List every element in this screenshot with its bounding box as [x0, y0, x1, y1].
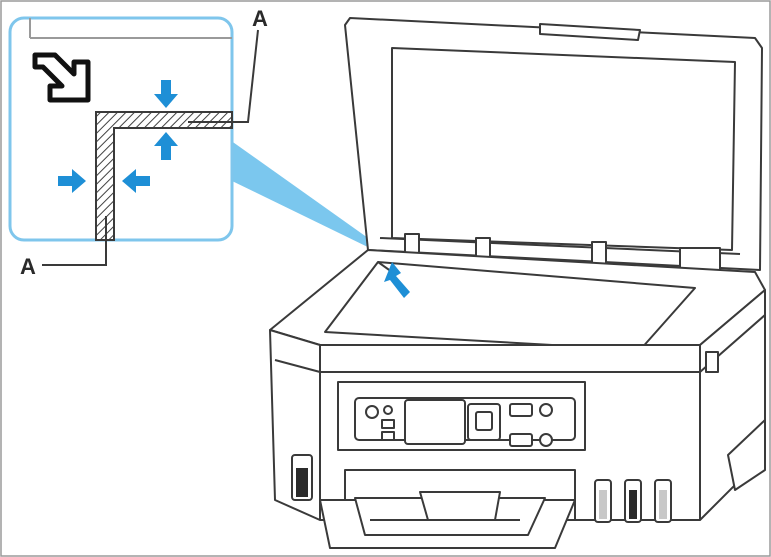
- label-a-bottom: A: [20, 254, 36, 279]
- lid-handle: [539, 23, 641, 41]
- label-a-top: A: [252, 6, 268, 31]
- platen-blue-arrow-icon: [384, 262, 410, 298]
- callout-inset: [8, 16, 259, 266]
- tray-extension: [419, 491, 501, 521]
- black-button: [539, 433, 553, 447]
- lcd-screen: [404, 399, 466, 445]
- side-grip: [705, 351, 719, 373]
- printer: [269, 17, 766, 549]
- label-a-top-leader: [188, 29, 259, 123]
- ink-level-3: [659, 490, 667, 519]
- panel-button-a: [381, 419, 395, 429]
- stop-button: [539, 403, 553, 417]
- document-corner: [95, 111, 233, 241]
- status-lamp: [383, 405, 393, 415]
- alignment-mark-icon: [32, 52, 91, 103]
- label-a-bottom-leader: [42, 216, 107, 266]
- lid-hinge-mid-right: [591, 241, 607, 265]
- ink-level-left: [296, 468, 308, 497]
- ok-button: [475, 411, 493, 431]
- ink-level-1: [599, 490, 607, 519]
- callout-wedge: [230, 140, 378, 252]
- side-panel: [727, 419, 766, 491]
- copy-button: [509, 403, 533, 417]
- power-button: [365, 405, 379, 419]
- panel-button-b: [381, 431, 395, 441]
- body-seam: [274, 314, 766, 373]
- ink-level-2: [629, 490, 637, 519]
- lid-inner-panel: [391, 47, 736, 251]
- color-button: [509, 433, 533, 447]
- inset-blue-arrow-icon: [58, 80, 178, 193]
